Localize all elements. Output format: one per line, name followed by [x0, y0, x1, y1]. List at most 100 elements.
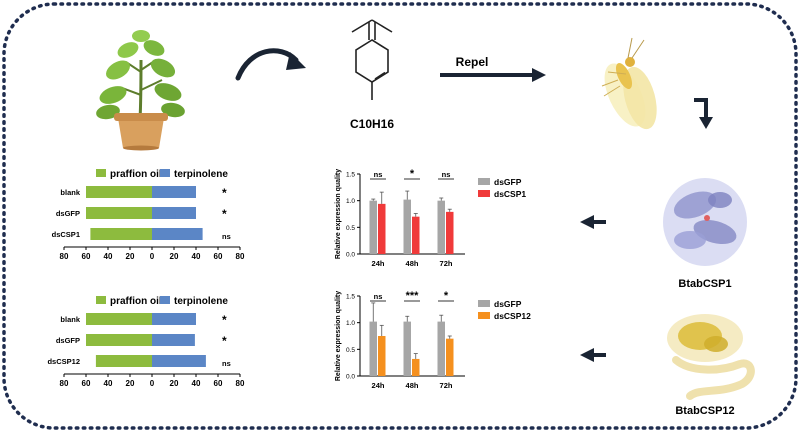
- category-label: blank: [60, 315, 80, 324]
- legend-swatch: [96, 296, 106, 304]
- x-tick-label: 20: [170, 379, 179, 388]
- category-label: 24h: [372, 259, 385, 268]
- legend-label: terpinolene: [174, 296, 228, 307]
- y-axis-label: Relative expression quality: [335, 169, 342, 259]
- significance-mark: *: [222, 186, 227, 200]
- legend-label: dsGFP: [494, 299, 522, 309]
- category-label: dsCSP12: [47, 357, 80, 366]
- bar-terpinolene: [152, 228, 203, 240]
- legend-swatch: [96, 169, 106, 177]
- legend-swatch: [478, 178, 490, 185]
- bar-dsCSP1: [446, 211, 454, 254]
- hook-arrow-icon: [694, 98, 708, 120]
- category-label: 72h: [440, 259, 453, 268]
- legend-label: terpinolene: [174, 169, 228, 180]
- bar-dsGFP: [369, 200, 377, 254]
- bar-terpinolene: [152, 186, 196, 198]
- x-tick-label: 0: [150, 379, 155, 388]
- bar-terpinolene: [152, 207, 196, 219]
- bar-dsGFP: [403, 321, 411, 376]
- x-tick-label: 40: [192, 379, 201, 388]
- significance-mark: ns: [222, 232, 231, 241]
- bar-paraffin: [86, 207, 152, 219]
- x-tick-label: 40: [192, 252, 201, 261]
- legend-label: dsCSP1: [494, 189, 526, 199]
- charts-layer: praffion oil terpinolene blank * dsGFP * dsCSP…: [47, 168, 531, 390]
- y-tick-label: 0.0: [346, 374, 355, 381]
- protein1-structure: [663, 178, 747, 266]
- bar-paraffin: [95, 355, 152, 367]
- y-tick-label: 1.0: [346, 320, 355, 327]
- category-label: dsGFP: [56, 336, 80, 345]
- significance-mark: *: [444, 290, 449, 302]
- x-tick-label: 40: [104, 252, 113, 261]
- significance-mark: ns: [374, 170, 383, 179]
- significance-mark: ns: [374, 292, 383, 301]
- bar-dsGFP: [437, 321, 445, 376]
- category-label: dsGFP: [56, 209, 80, 218]
- legend-label: praffion oil: [110, 169, 162, 180]
- significance-mark: ns: [442, 170, 451, 179]
- bar-dsGFP: [403, 199, 411, 254]
- bar-dsGFP: [437, 200, 445, 254]
- x-tick-label: 60: [82, 379, 91, 388]
- bar-dsCSP12: [412, 358, 420, 376]
- x-tick-label: 20: [126, 252, 135, 261]
- y-tick-label: 1.0: [346, 198, 355, 205]
- protein2-label: BtabCSP12: [675, 405, 734, 417]
- x-tick-label: 20: [126, 379, 135, 388]
- potted-plant-icon: [96, 30, 185, 151]
- legend-label: praffion oil: [110, 296, 162, 307]
- bar-terpinolene: [152, 355, 206, 367]
- repel-label: Repel: [456, 55, 489, 69]
- bar-paraffin: [90, 228, 152, 240]
- category-label: blank: [60, 188, 80, 197]
- x-tick-label: 40: [104, 379, 113, 388]
- legend-label: dsCSP12: [494, 311, 531, 321]
- y-tick-label: 0.5: [346, 347, 355, 354]
- legend-swatch: [160, 296, 170, 304]
- x-tick-label: 80: [236, 379, 245, 388]
- x-tick-label: 0: [150, 252, 155, 261]
- x-tick-label: 60: [214, 379, 223, 388]
- protein2-structure: [667, 314, 755, 400]
- bar-dsCSP12: [378, 336, 386, 376]
- significance-mark: *: [222, 313, 227, 327]
- y-tick-label: 1.5: [346, 172, 355, 179]
- category-label: dsCSP1: [52, 230, 80, 239]
- whitefly-icon: [601, 37, 657, 130]
- x-tick-label: 80: [60, 379, 69, 388]
- category-label: 48h: [406, 259, 419, 268]
- bar-dsCSP12: [446, 338, 454, 376]
- y-tick-label: 0.5: [346, 225, 355, 232]
- significance-mark: ***: [406, 290, 420, 302]
- protein1-label: BtabCSP1: [678, 278, 731, 290]
- x-tick-label: 60: [214, 252, 223, 261]
- bar-paraffin: [86, 313, 152, 325]
- bar-dsCSP1: [378, 203, 386, 254]
- x-tick-label: 80: [236, 252, 245, 261]
- y-axis-label: Relative expression quality: [335, 291, 342, 381]
- bar-paraffin: [86, 334, 152, 346]
- y-tick-label: 1.5: [346, 294, 355, 301]
- legend-swatch: [478, 300, 490, 307]
- terpinolene-structure: [351, 19, 393, 100]
- significance-mark: *: [222, 207, 227, 221]
- category-label: 72h: [440, 381, 453, 390]
- significance-mark: *: [222, 334, 227, 348]
- category-label: 48h: [406, 381, 419, 390]
- formula-label: C10H16: [350, 117, 394, 131]
- bar-dsGFP: [369, 321, 377, 376]
- legend-swatch: [160, 169, 170, 177]
- y-tick-label: 0.0: [346, 252, 355, 259]
- category-label: 24h: [372, 381, 385, 390]
- x-tick-label: 20: [170, 252, 179, 261]
- legend-swatch: [478, 312, 490, 319]
- bar-terpinolene: [152, 334, 195, 346]
- bar-paraffin: [86, 186, 152, 198]
- significance-mark: ns: [222, 359, 231, 368]
- x-tick-label: 60: [82, 252, 91, 261]
- dotted-border: [2, 2, 798, 430]
- bar-terpinolene: [152, 313, 196, 325]
